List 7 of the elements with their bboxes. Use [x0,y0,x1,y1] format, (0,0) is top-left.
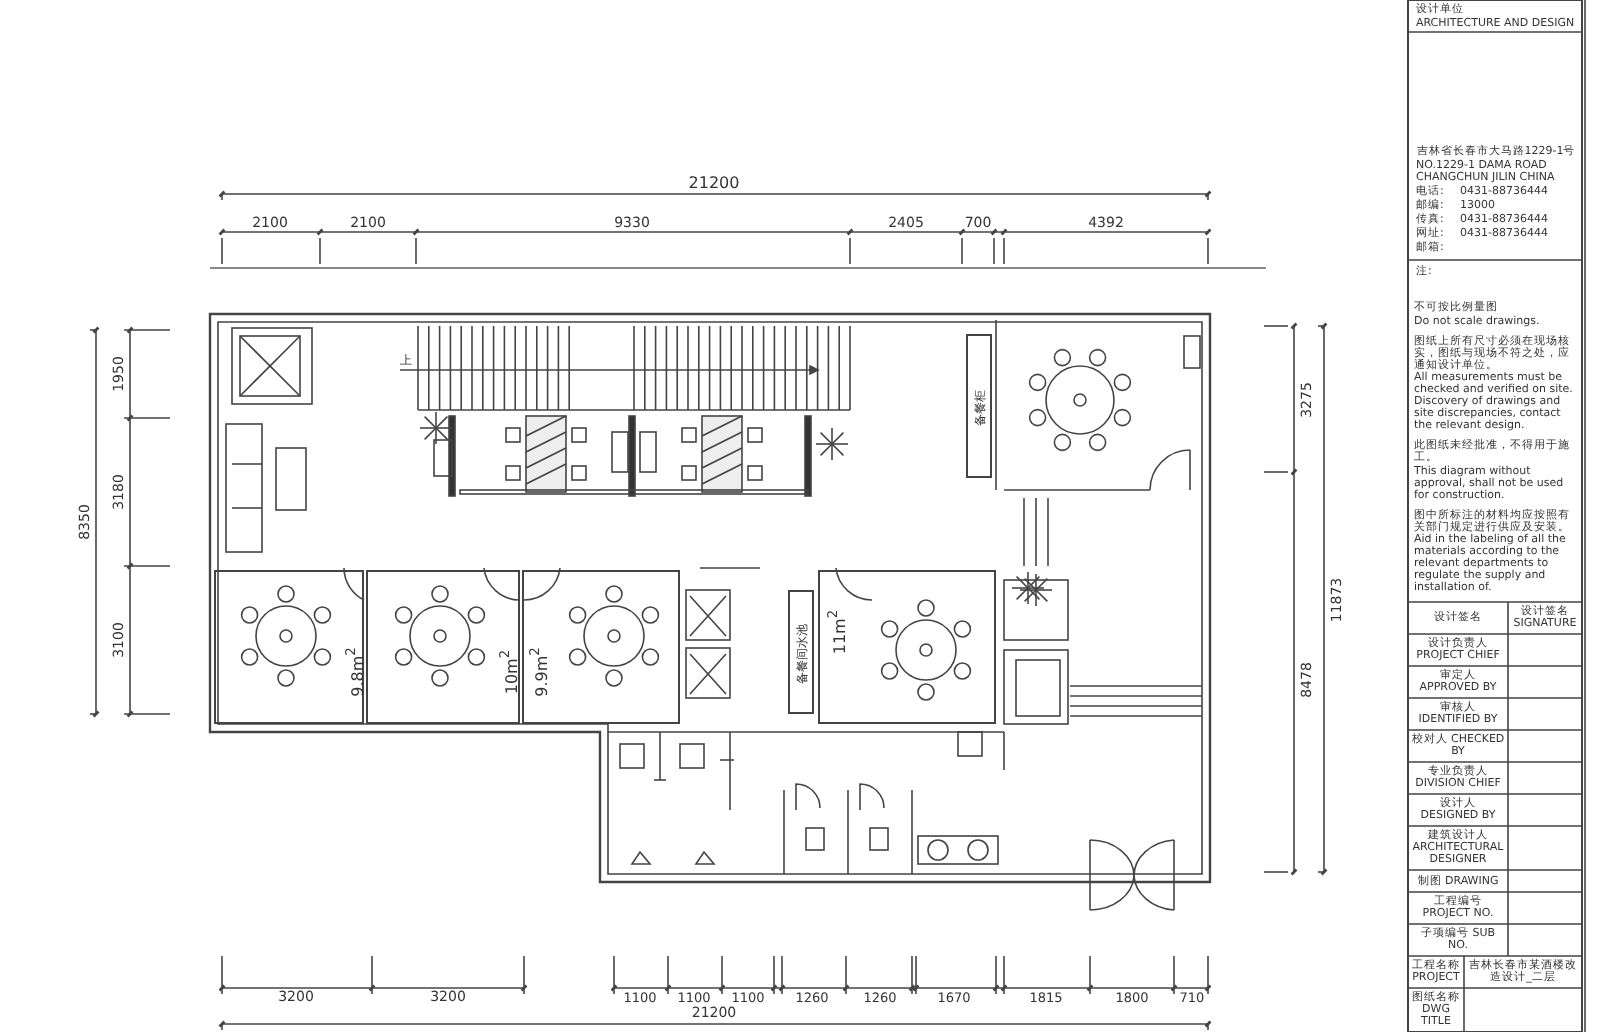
dining-room [522,570,680,724]
serving-counter [788,590,814,714]
dining-room [214,570,364,724]
dining-room [818,570,996,724]
dimension-text: 21200 [688,176,740,192]
serving-cabinet [966,334,992,478]
dining-room [366,570,520,724]
